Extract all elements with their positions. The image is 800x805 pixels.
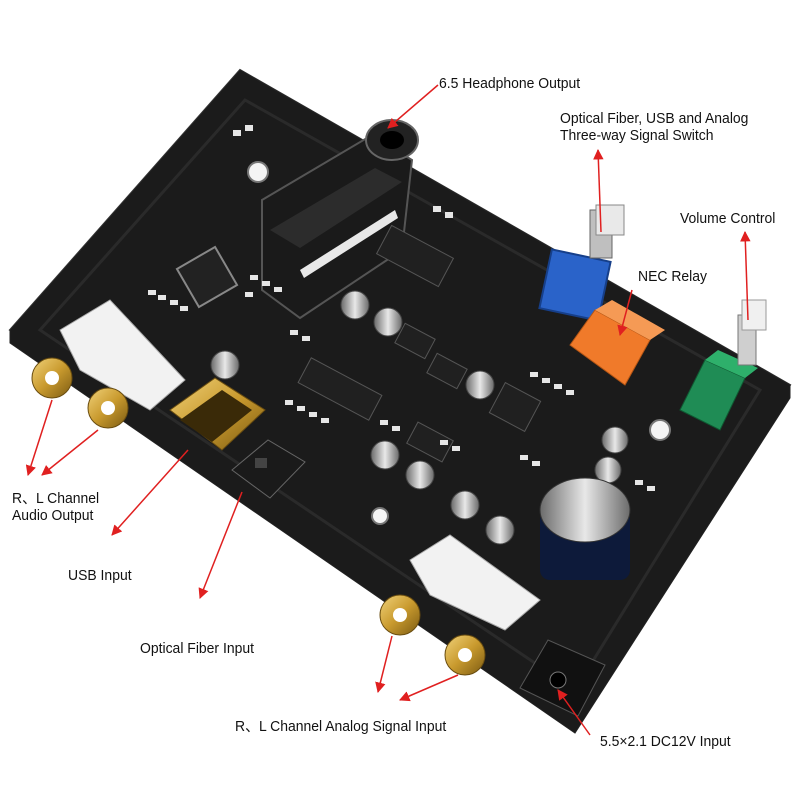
arrow-analog-left [375,635,393,694]
arrow-dc [557,689,591,736]
arrow-usb [111,449,189,536]
arrow-volume [740,230,751,321]
arrow-relay [617,289,633,337]
label-signal-switch-line1: Optical Fiber, USB and Analog [560,110,749,127]
label-analog-input: R、L Channel Analog Signal Input [235,718,447,735]
volume-potentiometer [679,299,767,431]
arrow-headphone [387,84,439,129]
power-capacitor [539,477,631,580]
label-optical-input: Optical Fiber Input [140,640,254,657]
rca-input-jacks [379,534,541,676]
optical-port [231,439,306,499]
label-dc-input: 5.5×2.1 DC12V Input [600,733,731,750]
nec-relay [569,300,665,386]
capacitors [210,290,629,545]
label-rl-output-line1: R、L Channel [12,490,100,507]
arrow-analog-right [399,674,459,702]
label-signal-switch-line2: Three-way Signal Switch [560,127,714,144]
rca-output-jacks [31,299,186,429]
label-headphone-output: 6.5 Headphone Output [439,75,581,92]
annotation-arrows [25,84,751,736]
arrow-optical [198,491,243,599]
dc-jack [519,639,606,717]
label-rl-output-line2: Audio Output [12,507,94,524]
usb-b-port [169,377,266,451]
arrow-rl-out-left [25,399,53,477]
label-nec-relay: NEC Relay [638,268,707,285]
arrow-rl-out-right [41,429,99,476]
mounting-holes [247,161,671,525]
label-volume-control: Volume Control [680,210,776,227]
headphone-jack [261,119,419,320]
label-usb-input: USB Input [68,567,132,584]
smd-components [148,125,655,491]
ic-chips [175,224,542,463]
arrow-switch [593,148,604,233]
